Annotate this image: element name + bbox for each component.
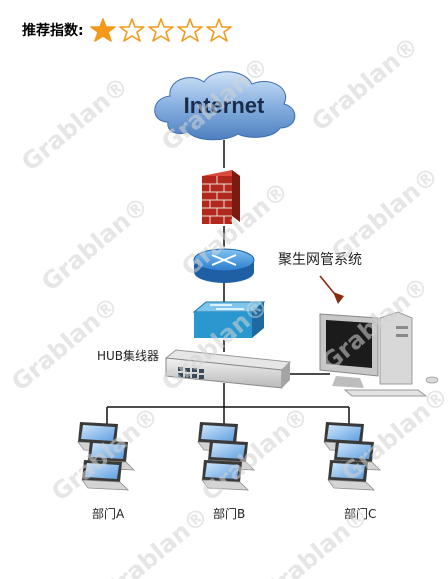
rating-bar: 推荐指数: xyxy=(22,17,235,43)
internet-label: Internet xyxy=(184,93,265,118)
star-empty-icon xyxy=(147,18,174,42)
department-laptops xyxy=(77,422,382,491)
hub-device-icon xyxy=(164,349,292,389)
laptop-icon xyxy=(327,460,376,491)
star-empty-icon xyxy=(176,18,203,42)
switch-icon xyxy=(192,301,266,338)
department-b-label: 部门B xyxy=(213,507,246,521)
rating-stars xyxy=(89,17,235,43)
internet-cloud: Internet xyxy=(154,71,296,141)
laptop-icon xyxy=(81,460,130,491)
laptop-icon xyxy=(201,460,250,491)
star-empty-icon xyxy=(205,18,232,42)
department-a-label: 部门A xyxy=(92,507,125,521)
department-c-label: 部门C xyxy=(344,507,377,521)
nms-workstation-icon xyxy=(319,311,439,397)
pointer-arrow xyxy=(319,275,344,304)
rating-label: 推荐指数: xyxy=(22,23,84,39)
hub-label: HUB集线器 xyxy=(97,349,160,363)
nms-label: 聚生网管系统 xyxy=(278,252,362,268)
firewall-icon xyxy=(202,170,240,224)
star-filled-icon xyxy=(89,18,116,42)
connection-lines xyxy=(106,140,350,425)
router-icon xyxy=(193,248,255,283)
star-empty-icon xyxy=(118,18,145,42)
